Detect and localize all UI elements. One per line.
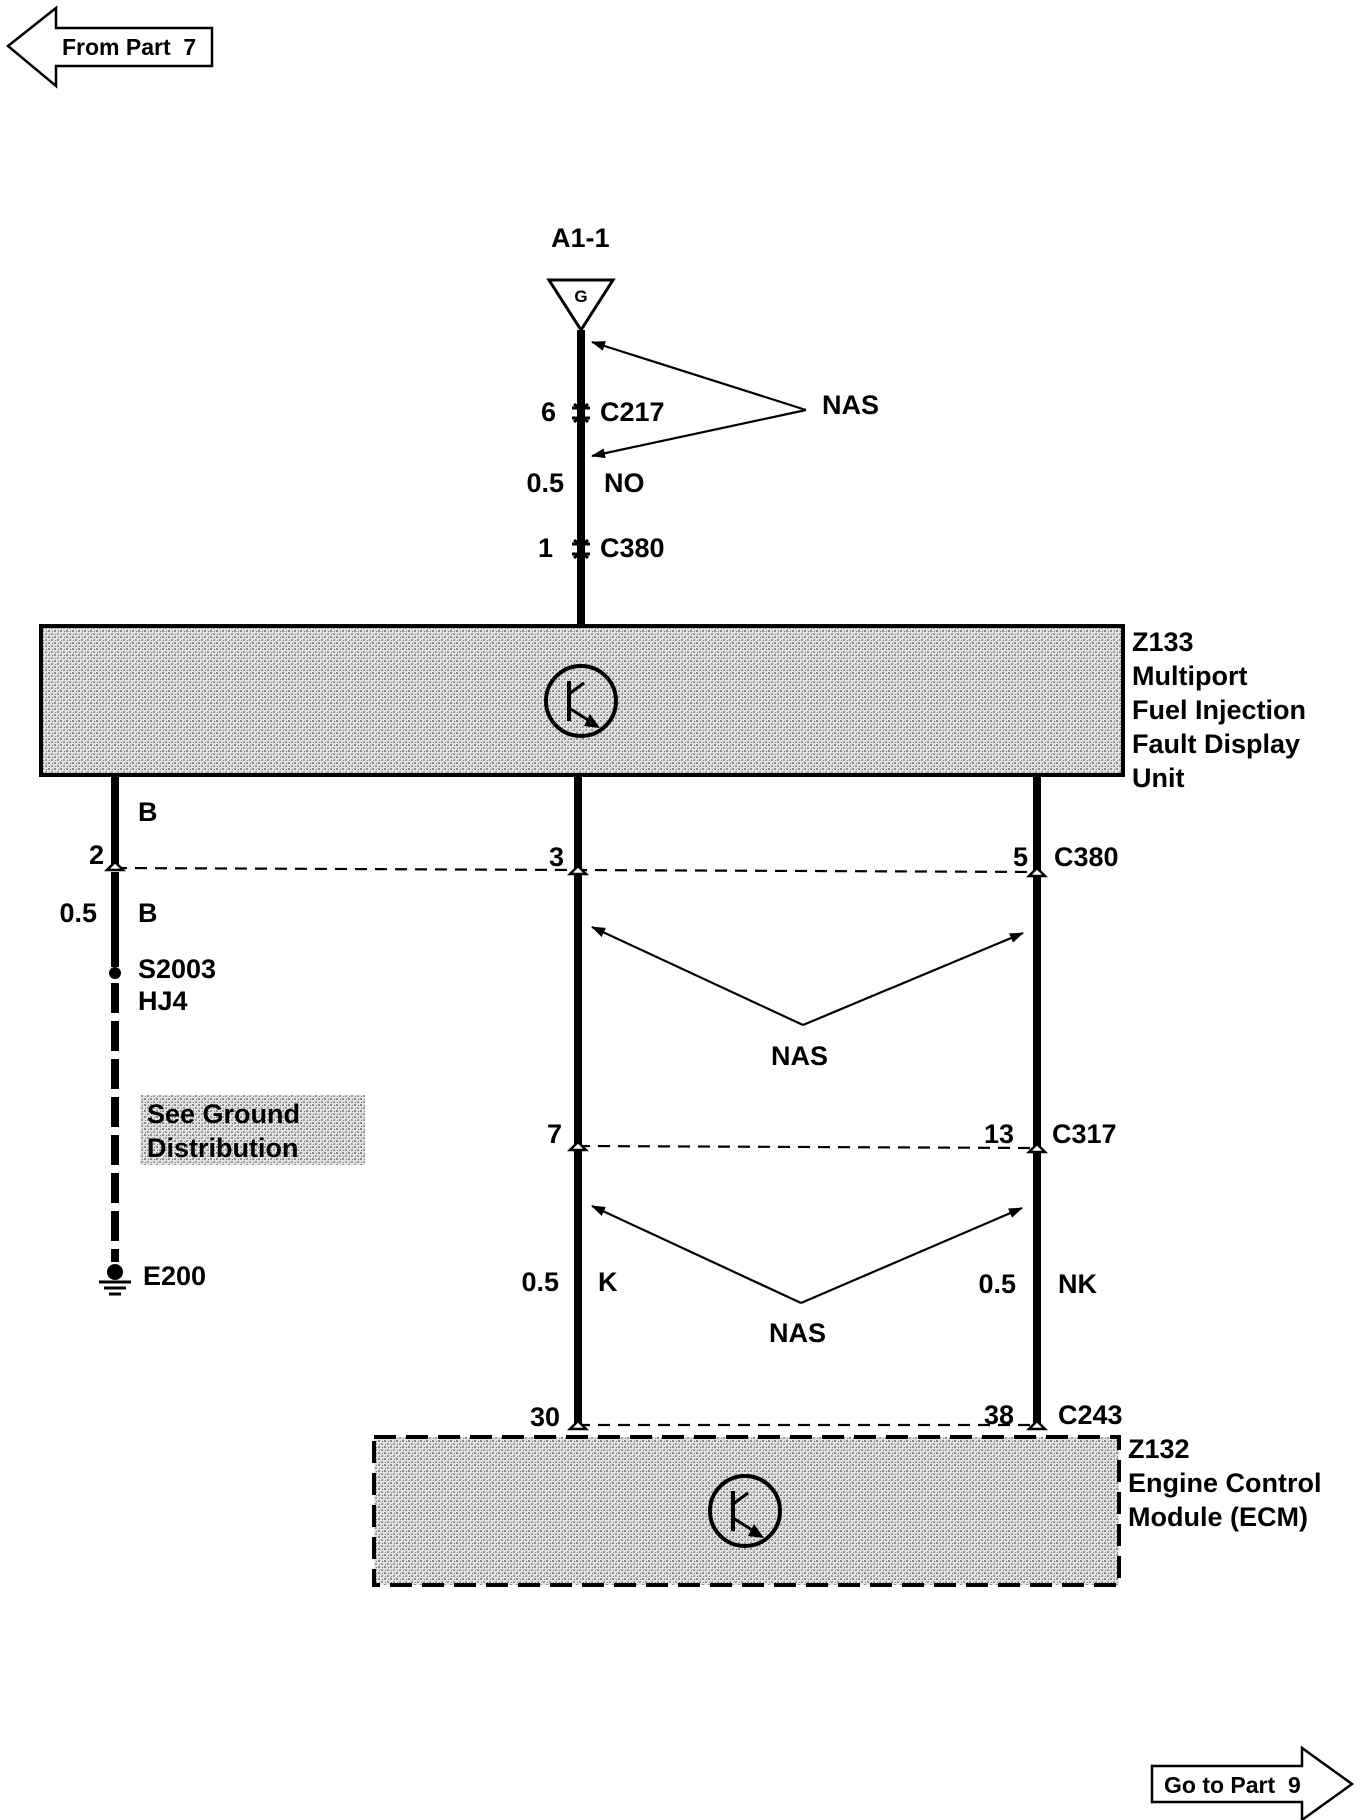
right-wire-color: NK (1058, 1269, 1097, 1299)
ground-icon (99, 1264, 131, 1296)
splice-dot (109, 967, 121, 979)
c317-row-terminals (566, 1140, 1049, 1154)
left-wire-color: B (138, 898, 158, 928)
z133-line1: Multiport (1132, 661, 1247, 691)
left-arrow-icon (6, 5, 214, 89)
z132-transistor-icon (708, 1474, 782, 1548)
c380-top-connector (572, 538, 590, 560)
nas-lower-arrow-left (591, 1205, 802, 1304)
left-wire-color-upper: B (138, 797, 158, 827)
c317-row-dash (577, 1144, 1038, 1150)
z133-transistor-icon (544, 664, 618, 738)
nas-lower-label: NAS (769, 1318, 826, 1348)
nas-middle-label: NAS (771, 1041, 828, 1071)
z132-module-box (372, 1435, 1121, 1587)
c380-row-pin-right: 5 (1013, 842, 1028, 872)
z133-line2: Fuel Injection (1132, 695, 1306, 725)
source-symbol: G (574, 287, 587, 306)
right-arrow-icon (1150, 1745, 1355, 1820)
nas-middle-arrow-right (802, 931, 1024, 1027)
source-triangle-icon (546, 278, 616, 333)
c380-row-pin-left: 2 (89, 840, 104, 870)
left-wire-size: 0.5 (59, 898, 97, 928)
mid-wire-size: 0.5 (521, 1267, 559, 1297)
ground-note-box (140, 1095, 365, 1165)
ground-note-line1: See Ground (147, 1099, 300, 1129)
z133-line3: Fault Display (1132, 729, 1300, 759)
c243-row-terminals (566, 1419, 1049, 1431)
c217-connector (572, 402, 590, 424)
from-part-label: From Part 7 (62, 34, 196, 60)
go-to-part-9-link[interactable]: Go to Part 9 (1150, 1745, 1355, 1820)
c380-row-pin-mid: 3 (549, 842, 564, 872)
go-to-part-label: Go to Part 9 (1164, 1772, 1301, 1798)
z133-id: Z133 (1132, 627, 1194, 657)
c217-pin: 6 (541, 397, 556, 427)
c243-row-pin-mid: 30 (530, 1402, 560, 1432)
ground-note-line2: Distribution (147, 1133, 298, 1163)
top-wire-size: 0.5 (526, 468, 564, 498)
ground-label: E200 (143, 1261, 206, 1291)
c317-row-pin-right: 13 (984, 1119, 1014, 1149)
c243-row-pin-right: 38 (984, 1400, 1014, 1430)
nas-top-arrow-lower (591, 408, 807, 459)
c380-top-pin: 1 (538, 533, 553, 563)
z132-id: Z132 (1128, 1434, 1190, 1464)
from-part-7-link[interactable]: From Part 7 (6, 5, 214, 89)
nas-middle-arrow-left (591, 926, 804, 1026)
c243-row-name: C243 (1058, 1400, 1123, 1430)
nas-top-arrow-upper (591, 340, 807, 412)
splice-code: HJ4 (138, 986, 188, 1016)
mid-wire-color: K (598, 1267, 618, 1297)
z132-line1: Engine Control (1128, 1468, 1321, 1498)
c317-row-pin-mid: 7 (547, 1119, 562, 1149)
z133-module-box (39, 624, 1125, 777)
top-wire-color: NO (604, 468, 645, 498)
nas-top-label: NAS (822, 390, 879, 420)
z132-line2: Module (ECM) (1128, 1502, 1308, 1532)
c317-row-name: C317 (1052, 1119, 1117, 1149)
c380-row-terminals (103, 860, 1049, 878)
c380-top-name: C380 (600, 533, 665, 563)
z133-line4: Unit (1132, 763, 1184, 793)
source-label: A1-1 (551, 223, 610, 253)
nas-lower-arrow-right (800, 1206, 1023, 1305)
c380-row-name: C380 (1054, 842, 1119, 872)
c217-name: C217 (600, 397, 665, 427)
right-wire-size: 0.5 (978, 1269, 1016, 1299)
splice-id: S2003 (138, 954, 216, 984)
